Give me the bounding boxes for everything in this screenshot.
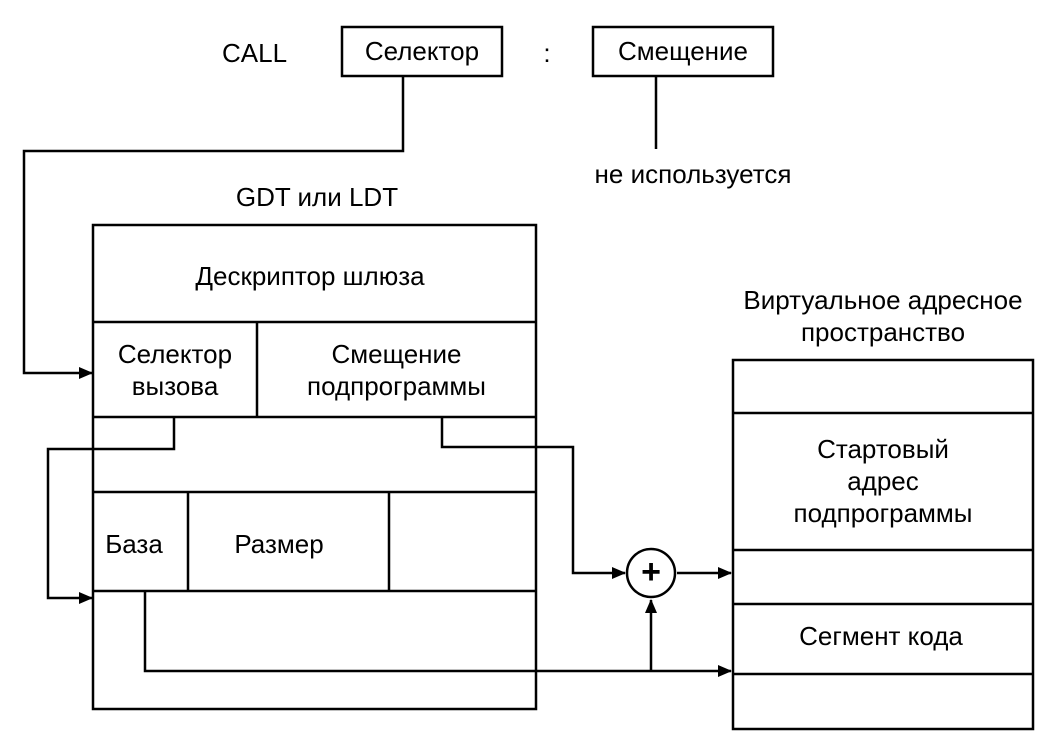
- address-space-title-line-1: Виртуальное адресное: [743, 285, 1023, 315]
- address-space-title-line-2: пространство: [800, 317, 966, 347]
- gate-descriptor-label: Дескриптор шлюза: [195, 261, 425, 291]
- start-address-line-2: адрес: [847, 466, 919, 496]
- call-colon: :: [543, 38, 551, 68]
- base-to-code-segment-arrow: [143, 591, 732, 677]
- adder-circle: [625, 547, 677, 599]
- start-address-line-3: подпрограммы: [793, 498, 973, 528]
- address-space-title: Виртуальное адресное пространство: [733, 284, 1033, 348]
- adder-plus-symbol: +: [641, 553, 661, 591]
- call-offset-label: Смещение: [617, 36, 749, 66]
- call-selector-cell: Селектор вызова: [93, 338, 257, 402]
- call-selector-box: [340, 25, 504, 78]
- unused-note: не используется: [594, 159, 792, 189]
- start-address-cell: Стартовый адрес подпрограммы: [733, 433, 1033, 529]
- address-space-box: [731, 358, 1035, 731]
- descriptor-table-title: GDT или LDT: [235, 182, 399, 212]
- size-label: Размер: [234, 529, 324, 559]
- call-selector-line-1: Селектор: [117, 339, 233, 369]
- call-keyword: CALL: [222, 38, 288, 68]
- call-selector-line-2: вызова: [131, 371, 219, 401]
- start-address-line-1: Стартовый: [817, 434, 949, 464]
- call-selector-label: Селектор: [364, 36, 480, 66]
- subroutine-offset-line-2: подпрограммы: [307, 371, 486, 401]
- code-segment-label: Сегмент кода: [799, 621, 963, 651]
- offset-to-adder-arrow: [440, 417, 626, 579]
- call-offset-box: [591, 25, 775, 78]
- subroutine-offset-line-1: Смещение: [331, 339, 462, 369]
- call-selector-to-base-arrow: [46, 417, 176, 604]
- descriptor-table-box: [91, 223, 538, 711]
- selector-to-call-selector-arrow: [22, 76, 405, 379]
- subroutine-offset-cell: Смещение подпрограммы: [257, 338, 536, 402]
- base-label: База: [105, 529, 163, 559]
